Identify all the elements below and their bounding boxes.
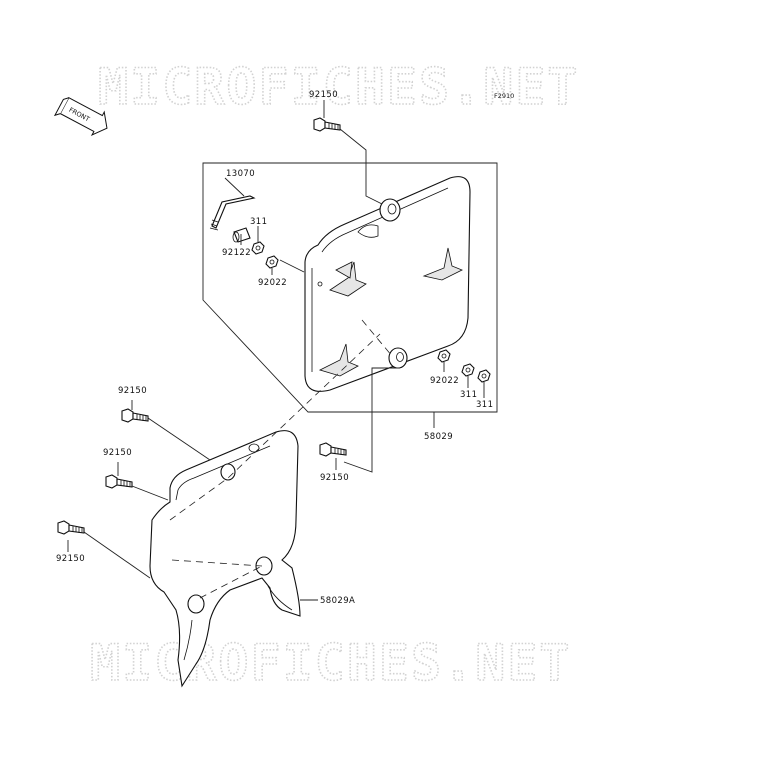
callout-collar: 92122 xyxy=(222,248,251,258)
collar xyxy=(232,227,251,243)
callout-bolt-middle: 92150 xyxy=(320,473,349,483)
front-arrow-icon: FRONT xyxy=(53,97,108,137)
figure-code: F2910 xyxy=(494,92,514,100)
nut-upper xyxy=(251,241,265,255)
watermark-bottom: MICROFICHES.NET xyxy=(90,634,572,692)
callout-cover: 58029A xyxy=(320,596,355,606)
assembly-outline xyxy=(202,162,498,413)
callout-bolt-left-2: 92150 xyxy=(103,448,132,458)
bolt-left-2 xyxy=(105,474,133,489)
callout-bolt-left-1: 92150 xyxy=(118,386,147,396)
washer-lower xyxy=(437,349,451,363)
bolt-left-3 xyxy=(57,520,85,535)
watermark-top: MICROFICHES.NET xyxy=(98,58,580,116)
plate-cover xyxy=(149,430,301,688)
bolt-middle xyxy=(319,442,347,457)
callout-plate: 58029 xyxy=(424,432,453,442)
callout-washer-b: 92022 xyxy=(430,376,459,386)
bolt-left-1 xyxy=(121,408,149,423)
callout-nut-c: 311 xyxy=(476,400,493,410)
callout-bolt-left-3: 92150 xyxy=(56,554,85,564)
callout-rod: 13070 xyxy=(226,169,255,179)
number-plate xyxy=(304,176,471,392)
bolt-top xyxy=(313,117,341,132)
dashed-assembly-lines xyxy=(169,319,393,599)
callout-nut-b: 311 xyxy=(460,390,477,400)
nut-lower-1 xyxy=(461,363,475,377)
callout-washer-a: 92022 xyxy=(258,278,287,288)
callout-bolt-top: 92150 xyxy=(309,90,338,100)
mounting-rod xyxy=(209,195,256,231)
nut-lower-2 xyxy=(477,369,491,383)
callout-nut-a: 311 xyxy=(250,217,267,227)
leader-lines xyxy=(67,100,485,601)
washer-upper xyxy=(265,255,279,269)
